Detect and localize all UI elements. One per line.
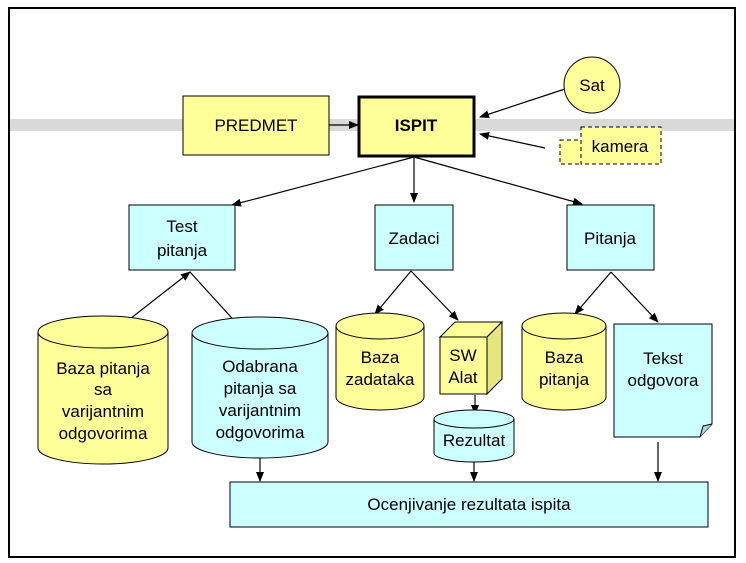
tekst-line1: Tekst: [643, 349, 683, 368]
node-predmet: PREDMET: [182, 95, 330, 156]
baza-zadataka-line2: zadataka: [346, 370, 416, 389]
ocenjivanje-label: Ocenjivanje rezultata ispita: [367, 495, 571, 514]
arrow-pitanja-tekst: [610, 271, 659, 323]
pitanja-label: Pitanja: [584, 229, 637, 248]
sat-label: Sat: [579, 76, 605, 95]
arrow-kamera-ispit: [479, 131, 546, 149]
arrow-zadaci-sw: [410, 270, 459, 321]
test-label-line2: pitanja: [157, 241, 208, 260]
tekst-line2: odgovora: [628, 371, 699, 390]
odabrana-line3: varijantnim: [219, 401, 301, 420]
odabrana-line1: Odabrana: [222, 357, 298, 376]
node-odabrana-pitanja: Odabrana pitanja sa varijantnim odgovori…: [191, 316, 329, 459]
baza-var-line2: sa: [94, 380, 113, 399]
node-ocenjivanje: Ocenjivanje rezultata ispita: [229, 481, 709, 528]
arrow-ispit-test: [231, 156, 415, 207]
odabrana-line4: odgovorima: [216, 423, 305, 442]
ispit-label: ISPIT: [395, 116, 438, 135]
arrow-pitanja-baza: [574, 271, 612, 315]
sw-line2: Alat: [448, 368, 478, 387]
node-zadaci: Zadaci: [374, 204, 454, 271]
arrow-zadaci-baza: [374, 270, 412, 315]
node-baza-zadataka: Baza zadataka: [335, 312, 425, 411]
node-sat: Sat: [563, 56, 621, 114]
node-baza-pitanja: Baza pitanja: [521, 312, 607, 411]
node-baza-pitanja-varijantnim: Baza pitanja sa varijantnim odgovorima: [37, 315, 169, 465]
node-ispit: ISPIT: [357, 95, 476, 158]
arrow-ispit-pitanja: [413, 156, 583, 206]
baza-var-line4: odgovorima: [59, 424, 148, 443]
baza-zadataka-line1: Baza: [361, 348, 400, 367]
node-kamera: kamera: [559, 126, 662, 165]
predmet-label: PREDMET: [214, 116, 297, 135]
odabrana-line2: pitanja sa: [224, 379, 297, 398]
node-rezultat: Rezultat: [433, 409, 515, 463]
arrow-sat-ispit: [479, 88, 566, 118]
node-sw-alat: SW Alat: [438, 320, 504, 396]
node-pitanja: Pitanja: [566, 204, 655, 271]
test-label-line1: Test: [166, 217, 197, 236]
zadaci-label: Zadaci: [388, 229, 439, 248]
rezultat-label: Rezultat: [443, 431, 506, 450]
baza-var-line3: varijantnim: [62, 402, 144, 421]
kamera-label: kamera: [592, 137, 649, 156]
node-tekst-odgovora: Tekst odgovora: [613, 323, 713, 438]
node-test-pitanja: Test pitanja: [128, 204, 236, 271]
baza-pitanja-line2: pitanja: [539, 370, 590, 389]
baza-pitanja-line1: Baza: [545, 348, 584, 367]
sw-line1: SW: [449, 346, 476, 365]
baza-var-line1: Baza pitanja: [56, 359, 150, 378]
